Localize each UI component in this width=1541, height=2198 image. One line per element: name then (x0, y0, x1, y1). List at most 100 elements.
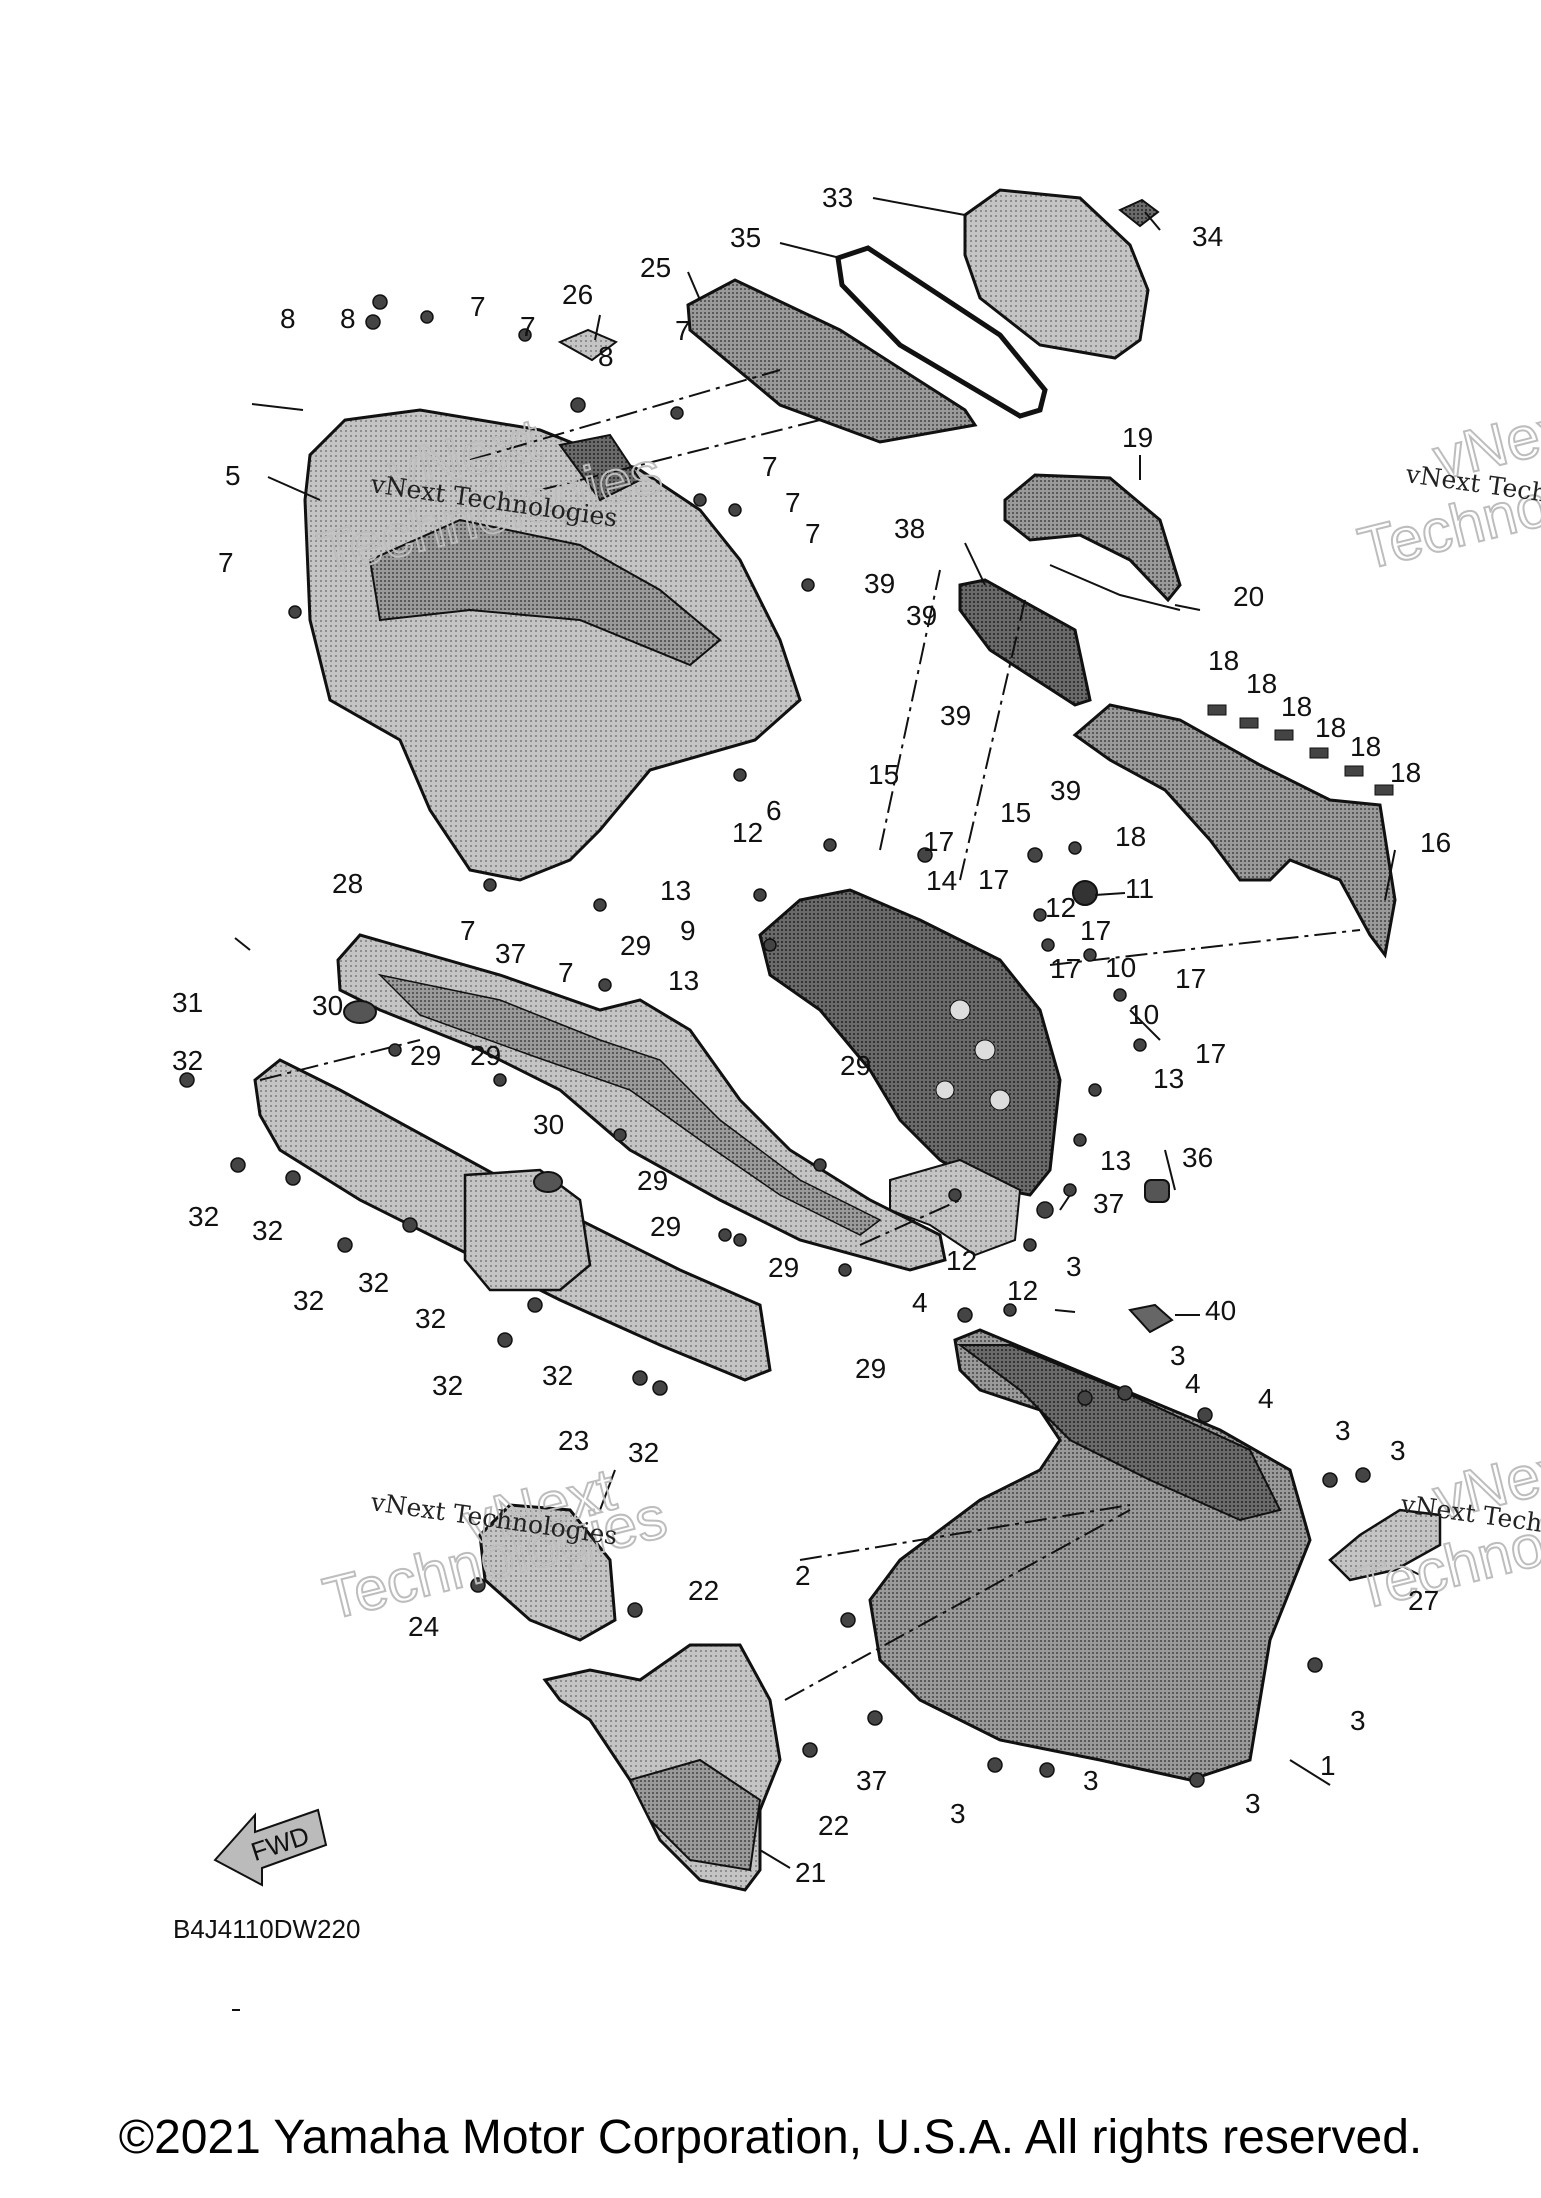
callout-29d: 29 (840, 1050, 871, 1081)
callout-28: 28 (332, 868, 363, 899)
part-31-box (463, 1168, 592, 1292)
part-36-grommet (1144, 1179, 1170, 1203)
callout-16: 16 (1420, 827, 1451, 858)
callout-9: 9 (680, 915, 696, 946)
part-38-panel (958, 578, 1092, 707)
callout-18b: 18 (1246, 668, 1277, 699)
callout-17d: 17 (1050, 953, 1081, 984)
callout-3e: 3 (1350, 1705, 1366, 1736)
callouts: 33 34 35 25 26 8 8 8 7 7 7 7 7 7 7 7 7 5… (172, 182, 1451, 1888)
part-18-clips (1207, 704, 1394, 796)
callout-18d: 18 (1315, 712, 1346, 743)
callout-17b: 17 (978, 864, 1009, 895)
callout-32e: 32 (358, 1267, 389, 1298)
part-23-box (478, 1503, 617, 1642)
callout-32d: 32 (293, 1285, 324, 1316)
callout-32g: 32 (432, 1370, 463, 1401)
callout-32b: 32 (188, 1201, 219, 1232)
callout-3c: 3 (1335, 1415, 1351, 1446)
part-5-ridge (368, 518, 722, 667)
diagram-code: B4J4110DW220 (173, 1914, 360, 1944)
callout-7c: 7 (675, 315, 691, 346)
callout-30b: 30 (533, 1109, 564, 1140)
callout-18f: 18 (1390, 757, 1421, 788)
callout-29c: 29 (470, 1040, 501, 1071)
callout-37a: 37 (1093, 1188, 1124, 1219)
callout-3d: 3 (1390, 1435, 1406, 1466)
callout-18g: 18 (1115, 821, 1146, 852)
watermark: vNext Technologies vNext Technologies vN… (311, 389, 1541, 1633)
part-5-body (303, 408, 802, 882)
part-27-tray (1328, 1508, 1442, 1582)
callout-34: 34 (1192, 221, 1223, 252)
callout-29g: 29 (768, 1252, 799, 1283)
callout-22b: 22 (818, 1810, 849, 1841)
part-40-clip (1128, 1303, 1174, 1334)
callout-32c: 32 (252, 1215, 283, 1246)
callout-3a: 3 (1066, 1251, 1082, 1282)
part-30-grommets (343, 1000, 563, 1193)
callout-3b: 3 (1170, 1340, 1186, 1371)
callout-37c: 37 (856, 1765, 887, 1796)
callout-39b: 39 (906, 600, 937, 631)
callout-13b: 13 (668, 965, 699, 996)
copyright-footer: ©2021 Yamaha Motor Corporation, U.S.A. A… (118, 2111, 1423, 2164)
callout-38: 38 (894, 513, 925, 544)
callout-13c: 13 (1153, 1063, 1184, 1094)
callout-7g: 7 (218, 547, 234, 578)
callout-17a: 17 (923, 826, 954, 857)
callout-32f: 32 (415, 1303, 446, 1334)
part-33-cover (963, 188, 1150, 360)
callout-39d: 39 (1050, 775, 1081, 806)
callout-3g: 3 (950, 1798, 966, 1829)
part-20-wire (1049, 564, 1181, 611)
callout-25: 25 (640, 252, 671, 283)
callout-17e: 17 (1175, 963, 1206, 994)
callout-14: 14 (926, 865, 957, 896)
callout-7b: 7 (520, 311, 536, 342)
callout-7h: 7 (460, 915, 476, 946)
callout-29h: 29 (855, 1353, 886, 1384)
callout-18a: 18 (1208, 645, 1239, 676)
part-16-cowl (1072, 703, 1397, 959)
phantom-lines (259, 369, 1361, 1701)
callout-29f: 29 (650, 1211, 681, 1242)
callout-7d: 7 (762, 451, 778, 482)
callout-4b: 4 (1185, 1368, 1201, 1399)
callout-18e: 18 (1350, 731, 1381, 762)
fasteners (179, 294, 1371, 1788)
callout-29e: 29 (637, 1165, 668, 1196)
part-26-clip (557, 328, 618, 362)
callout-10a: 10 (1105, 952, 1136, 983)
callout-35: 35 (730, 222, 761, 253)
callout-39c: 39 (940, 700, 971, 731)
callout-40: 40 (1205, 1295, 1236, 1326)
callout-39a: 39 (864, 568, 895, 599)
part-5-ledge (558, 433, 642, 502)
callout-29a: 29 (620, 930, 651, 961)
callout-7f: 7 (805, 518, 821, 549)
callout-32i: 32 (628, 1437, 659, 1468)
callout-12a: 12 (732, 817, 763, 848)
part-19-bracket (1003, 473, 1182, 603)
part-21-lower (628, 1758, 762, 1872)
callout-23: 23 (558, 1425, 589, 1456)
callout-8a: 8 (340, 303, 356, 334)
callout-12c: 12 (946, 1245, 977, 1276)
callout-17f: 17 (1195, 1038, 1226, 1069)
callout-15b: 15 (1000, 797, 1031, 828)
part-35-gasket (835, 245, 1048, 419)
callout-30a: 30 (312, 990, 343, 1021)
callout-21: 21 (795, 1857, 826, 1888)
part-1-upper (957, 1344, 1282, 1522)
callout-3f: 3 (1083, 1765, 1099, 1796)
callout-2: 2 (795, 1560, 811, 1591)
callout-22a: 22 (688, 1575, 719, 1606)
callout-26: 26 (562, 279, 593, 310)
leader-lines (232, 197, 1421, 2011)
callout-8b: 8 (280, 303, 296, 334)
part-34-bulb (1118, 198, 1160, 228)
callout-8c: 8 (598, 341, 614, 372)
